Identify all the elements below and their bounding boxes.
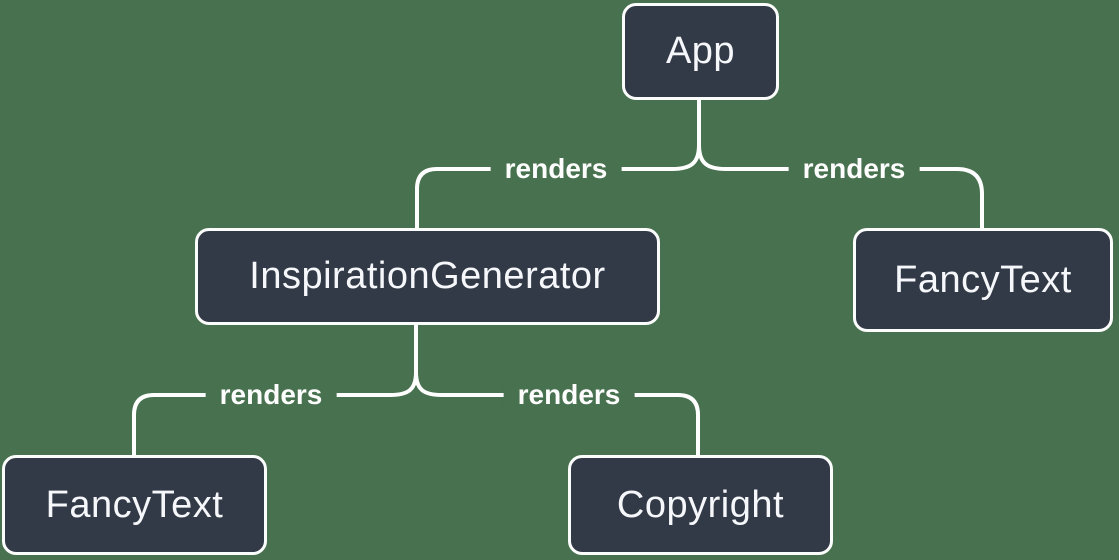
node-copyright: Copyright bbox=[568, 455, 833, 555]
node-label: FancyText bbox=[45, 483, 224, 526]
node-label: App bbox=[665, 30, 736, 72]
node-inspiration-generator: InspirationGenerator bbox=[195, 228, 660, 325]
edge-app-to-fancytext bbox=[697, 143, 984, 230]
node-fancy-text-bottom: FancyText bbox=[2, 455, 267, 555]
edge-app-to-inspirationgenerator bbox=[415, 143, 701, 230]
edge-inspirationgenerator-to-copyright bbox=[414, 370, 700, 457]
edge-label-renders-inspirationgenerator-fancytext: renders bbox=[205, 376, 337, 414]
edge-inspirationgenerator-to-fancytext bbox=[132, 370, 418, 457]
edge-label-renders-app-inspirationgenerator: renders bbox=[490, 150, 622, 188]
edge-label-renders-app-fancytext: renders bbox=[788, 150, 920, 188]
node-app: App bbox=[622, 3, 779, 100]
edge-label-renders-inspirationgenerator-copyright: renders bbox=[503, 376, 635, 414]
node-label: Copyright bbox=[616, 483, 785, 526]
node-label: FancyText bbox=[894, 258, 1072, 301]
node-label: InspirationGenerator bbox=[249, 255, 606, 297]
node-fancy-text-top: FancyText bbox=[853, 228, 1113, 332]
